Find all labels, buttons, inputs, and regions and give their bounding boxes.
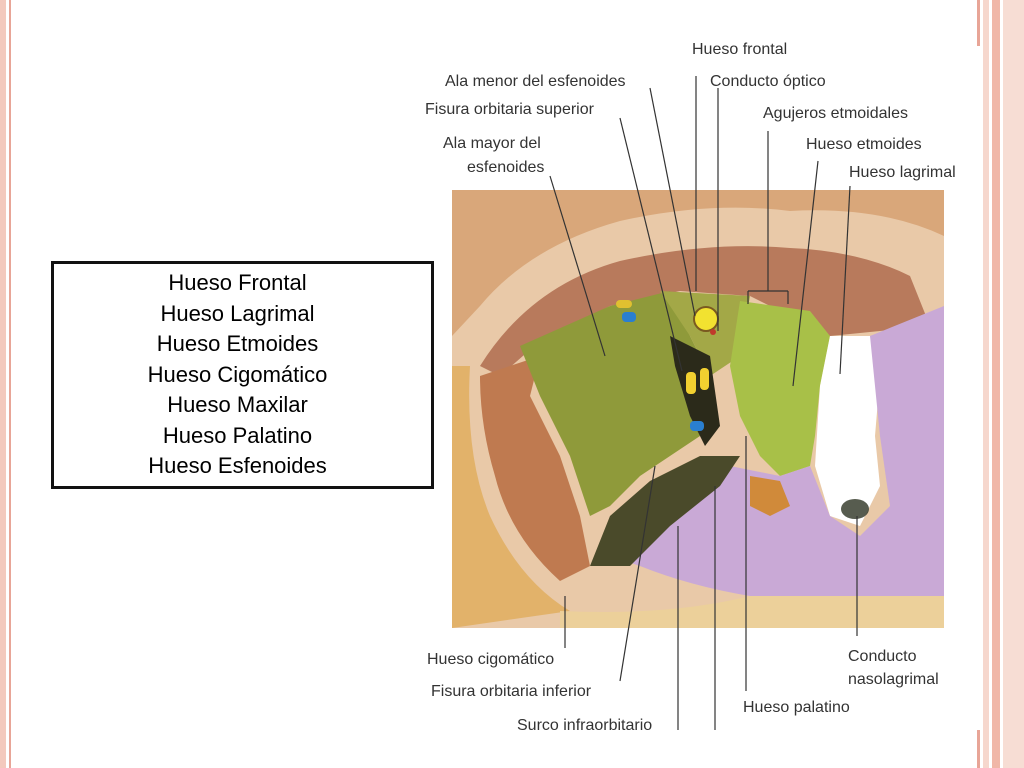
label-fisura-superior: Fisura orbitaria superior — [425, 101, 595, 118]
label-conducto-optico: Conducto óptico — [710, 73, 826, 90]
pointer-lines — [549, 76, 858, 730]
list-item-palatino: Hueso Palatino — [162, 422, 313, 448]
list-item-etmoides: Hueso Etmoides — [156, 331, 319, 357]
ethmoid-bone — [730, 301, 830, 476]
label-agujeros-etmoidales: Agujeros etmoidales — [763, 105, 908, 122]
label-fisura-inferior: Fisura orbitaria inferior — [431, 683, 592, 700]
lacrimal-bone — [815, 336, 880, 526]
label-hueso-palatino: Hueso palatino — [743, 699, 850, 716]
list-item-esfenoides: Hueso Esfenoides — [148, 453, 327, 479]
foramen-blue-1 — [622, 312, 636, 322]
bone-list-box: Hueso Frontal Hueso Lagrimal Hueso Etmoi… — [51, 261, 434, 489]
label-surco-infraorbitario: Surco infraorbitario — [517, 717, 652, 730]
palatine-bone — [750, 476, 790, 516]
foramen-yellow-3 — [700, 368, 709, 390]
label-hueso-lagrimal: Hueso lagrimal — [849, 164, 956, 181]
list-item-cigomatico: Hueso Cigomático — [147, 361, 328, 387]
label-ala-menor: Ala menor del esfenoides — [445, 73, 626, 90]
slide-edge-right-line-bottom — [977, 730, 980, 768]
label-ala-mayor-2: esfenoides — [467, 159, 544, 176]
label-hueso-cigomatico: Hueso cigomático — [427, 651, 554, 668]
zygomatic-bone-orbital — [480, 356, 590, 581]
optic-canal-artery — [710, 329, 716, 335]
slide-edge-right-3 — [1003, 0, 1024, 768]
list-item-frontal: Hueso Frontal — [168, 270, 307, 296]
label-conducto-naso-2: nasolagrimal — [848, 671, 939, 688]
sphenoid-lesser-wing — [660, 291, 750, 376]
foramen-blue-2 — [690, 421, 704, 431]
slide-edge-left-line — [9, 0, 11, 768]
slide-edge-right-line-top — [977, 0, 980, 46]
frontal-rim — [452, 190, 944, 336]
sphenoid-greater-wing — [520, 291, 710, 516]
list-item-lagrimal: Hueso Lagrimal — [160, 300, 315, 326]
orbit-illustration: Hueso frontal Ala menor del esfenoides C… — [425, 41, 956, 730]
slide-edge-right-1 — [983, 0, 989, 768]
list-item-maxilar: Hueso Maxilar — [167, 392, 308, 418]
optic-canal — [693, 306, 719, 332]
frontal-bone-orbital — [480, 246, 930, 376]
label-hueso-etmoides: Hueso etmoides — [806, 136, 922, 153]
foramen-yellow-1 — [616, 300, 632, 308]
orbit-anatomy-figure: Hueso frontal Ala menor del esfenoides C… — [410, 36, 980, 730]
label-conducto-naso-1: Conducto — [848, 648, 917, 665]
label-hueso-frontal: Hueso frontal — [692, 41, 787, 58]
orbit-drawing — [452, 76, 944, 730]
inferior-orbital-fissure — [590, 456, 740, 566]
maxilla-rim — [560, 596, 944, 628]
label-ala-mayor-1: Ala mayor del — [443, 135, 541, 152]
maxilla-floor — [610, 306, 944, 596]
zygomatic-rim — [452, 366, 570, 628]
slide-edge-right-2 — [992, 0, 1000, 768]
slide-edge-left — [0, 0, 6, 768]
nasolacrimal-canal-opening — [841, 499, 869, 519]
foramen-yellow-2 — [686, 372, 696, 394]
